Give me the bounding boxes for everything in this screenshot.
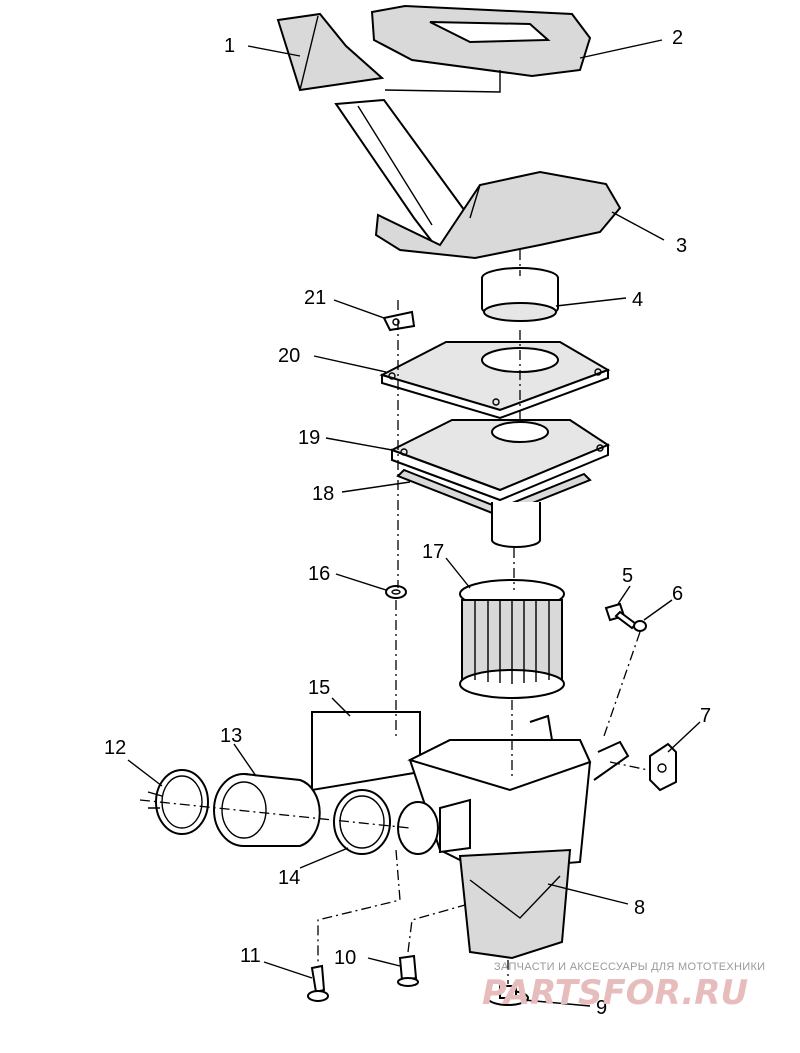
callout-11: 11 (240, 945, 261, 967)
callout-21: 21 (304, 287, 326, 309)
assembly-axis-bolt (317, 849, 401, 964)
part-15-label (311, 711, 421, 792)
part-14-clamp (333, 789, 391, 855)
part-9-valve (487, 985, 529, 1006)
part-21-clip (382, 310, 416, 332)
callout-1: 1 (224, 35, 235, 57)
callout-17: 17 (422, 541, 444, 563)
callout-2: 2 (672, 27, 683, 49)
part-1-intake-scoop (276, 12, 385, 92)
part-10-drain-fitting (397, 954, 419, 987)
callout-14: 14 (278, 867, 300, 889)
callout-15: 15 (308, 677, 330, 699)
part-17-filter-element (459, 579, 565, 699)
part-3-intake-silencer (334, 98, 622, 260)
watermark-caption: ЗАПЧАСТИ И АКСЕССУАРЫ ДЛЯ МОТОТЕХНИКИ (494, 961, 765, 973)
part-2-foam-pad (370, 4, 592, 78)
callout-6: 6 (672, 583, 683, 605)
part-16-washer (385, 585, 407, 599)
callout-16: 16 (308, 563, 330, 585)
part-12-clamp (147, 769, 209, 835)
assembly-axis-drain (407, 904, 466, 953)
part-13-boot (213, 773, 321, 847)
callout-5: 5 (622, 565, 633, 587)
part-11-bolt (307, 964, 329, 1002)
part-5-screw (604, 602, 638, 630)
callout-12: 12 (104, 737, 126, 759)
callout-19: 19 (298, 427, 320, 449)
callout-9: 9 (596, 997, 607, 1019)
cover-outlet-tube (491, 502, 541, 548)
assembly-axis-center (511, 250, 521, 780)
assembly-axis-bracket (609, 761, 649, 771)
callout-20: 20 (278, 345, 300, 367)
callout-18: 18 (312, 483, 334, 505)
callout-4: 4 (632, 289, 643, 311)
part-8-air-box (397, 714, 630, 960)
part-6-washer (633, 620, 647, 632)
callout-10: 10 (334, 947, 356, 969)
callout-3: 3 (676, 235, 687, 257)
assembly-axis-screw (603, 631, 641, 737)
callout-13: 13 (220, 725, 242, 747)
part-4-coupler (481, 267, 559, 322)
part-7-bracket (649, 742, 677, 792)
callout-7: 7 (700, 705, 711, 727)
callout-8: 8 (634, 897, 645, 919)
part-20-lid (379, 341, 611, 420)
assembly-axis-duct (139, 799, 411, 829)
assembly-axis-left (395, 300, 399, 740)
part-19-top-cover (389, 419, 611, 502)
watermark-logo: PARTSFOR.RU (482, 973, 748, 1013)
